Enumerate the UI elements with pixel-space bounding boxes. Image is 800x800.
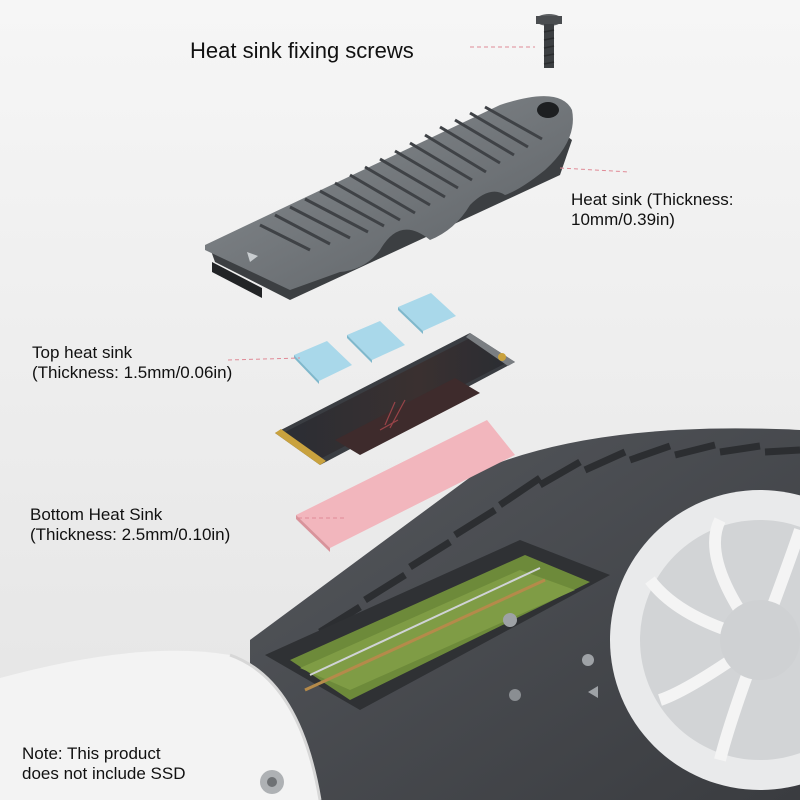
- label-text-line2: (Thickness: 1.5mm/0.06in): [32, 363, 233, 382]
- label-text: Heat sink fixing screws: [190, 38, 414, 63]
- label-text-line1: Heat sink (Thickness:: [571, 190, 734, 209]
- label-bottom-heat-sink: Bottom Heat Sink (Thickness: 2.5mm/0.10i…: [30, 505, 230, 545]
- label-heat-sink: Heat sink (Thickness: 10mm/0.39in): [571, 190, 734, 230]
- console-body: [250, 428, 800, 800]
- screw-icon: [536, 14, 562, 68]
- label-top-heat-sink: Top heat sink (Thickness: 1.5mm/0.06in): [32, 343, 232, 383]
- top-thermal-pads: [294, 293, 456, 384]
- note-line2: does not include SSD: [22, 764, 186, 783]
- note-no-ssd: Note: This product does not include SSD: [22, 744, 186, 784]
- heat-sink-screw-hole: [537, 102, 559, 118]
- label-text-line2: (Thickness: 2.5mm/0.10in): [30, 525, 231, 544]
- console-shell: [0, 650, 322, 800]
- m2-ssd: [275, 333, 515, 465]
- slot-screw-icon: [503, 613, 517, 627]
- label-text-line2: 10mm/0.39in): [571, 210, 675, 229]
- label-text-line1: Bottom Heat Sink: [30, 505, 163, 524]
- note-line1: Note: This product: [22, 744, 161, 763]
- heat-sink-logo-icon: [247, 252, 258, 262]
- label-heat-sink-fixing-screws: Heat sink fixing screws: [190, 38, 414, 64]
- leader-lines: [227, 46, 631, 519]
- heat-sink: [205, 96, 573, 300]
- triangle-logo-icon: [588, 686, 598, 698]
- label-text-line1: Top heat sink: [32, 343, 133, 362]
- bottom-thermal-pad: [296, 420, 515, 552]
- heat-sink-fins: [259, 105, 543, 252]
- ssd-gold-contacts: [275, 429, 326, 465]
- cooling-fan: [610, 490, 800, 790]
